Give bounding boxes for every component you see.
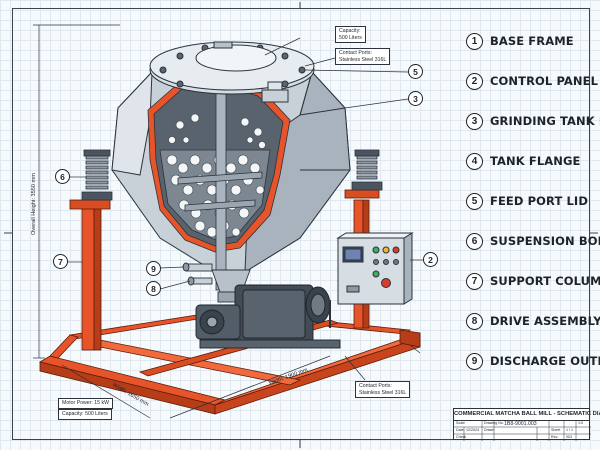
discharge-outlet (182, 262, 251, 303)
callout-contact-bottom-value: Stainless Steel 316L (359, 389, 407, 396)
marker-3: 3 (408, 91, 423, 106)
control-panel (329, 232, 414, 328)
dimension-height: Overall Height: 3550 mm (31, 173, 37, 235)
tb-drawing-label: Drawing No. (484, 421, 504, 425)
callout-motor-power: Motor Power: 15 kW (58, 398, 113, 409)
callout-capacity-bottom: Capacity: 500 Liters (58, 409, 112, 420)
legend-item-drive-assembly: 8 DRIVE ASSEMBLY (466, 310, 600, 332)
edge-ticks (4, 2, 598, 448)
callout-capacity-top-label: Capacity: (339, 28, 361, 34)
legend-number: 7 (466, 272, 483, 290)
feed-port-lid (195, 41, 277, 72)
marker-5: 5 (408, 64, 423, 79)
tb-drawn-label: Drawn (484, 428, 495, 432)
tb-scale-label: Scale (456, 421, 465, 425)
tb-sheet-value: 1 / 1 (566, 428, 573, 432)
legend-number: 6 (466, 232, 483, 250)
drive-assembly (195, 284, 341, 349)
marker-6: 6 (55, 169, 70, 184)
tb-rev-value: 003 (566, 435, 572, 439)
callout-capacity-top-value: 500 Liters (339, 34, 362, 41)
legend-item-grinding-tank-body: 3 GRINDING TANK BODY (466, 110, 600, 132)
tb-scale-value: 1:5 (578, 421, 583, 425)
drawing-frame (12, 8, 590, 440)
legend-label: FEED PORT LID (490, 194, 588, 208)
suspension-springs (81, 149, 383, 201)
leader-lines (68, 37, 423, 290)
tb-check-label: Check (456, 435, 467, 439)
marker-2: 2 (423, 252, 438, 267)
legend-item-feed-port-lid: 5 FEED PORT LID (466, 190, 588, 212)
dimension-lines (33, 24, 421, 419)
motor-power-text: Motor Power: 15 kW (62, 400, 109, 406)
legend-label: TANK FLANGE (490, 154, 581, 168)
agitator-shaft (177, 59, 263, 291)
legend-label: CONTROL PANEL (490, 74, 599, 88)
marker-9: 9 (146, 261, 161, 276)
legend-item-tank-flange: 4 TANK FLANGE (466, 150, 581, 172)
drawing-number: 1B8-9001.003 (504, 421, 537, 427)
legend-number: 1 (466, 32, 483, 50)
callout-contact-bottom: Contact Ports: Stainless Steel 316L (355, 381, 411, 398)
marker-7: 7 (53, 254, 68, 269)
callout-contact-bottom-label: Contact Ports: (359, 383, 392, 389)
legend-label: GRINDING TANK BODY (490, 114, 600, 128)
legend-number: 9 (466, 352, 483, 370)
legend-label: DISCHARGE OUTLET (490, 354, 600, 368)
support-column-left (69, 199, 111, 351)
diagram-title: COMMERCIAL MATCHA BALL MILL - SCHEMATIC … (454, 409, 600, 421)
title-block-grid (454, 420, 591, 441)
tb-sheet-label: Sheet (551, 428, 561, 432)
capacity-bottom-text: Capacity: 500 Liters (62, 411, 108, 417)
legend-number: 3 (466, 112, 483, 130)
legend-item-support-column: 7 SUPPORT COLUMN (466, 270, 600, 292)
legend-item-discharge-outlet: 9 DISCHARGE OUTLET (466, 350, 600, 372)
title-block: COMMERCIAL MATCHA BALL MILL - SCHEMATIC … (453, 408, 600, 441)
tb-date-value: 12/2024 (466, 428, 479, 432)
callout-capacity-top: Capacity: 500 Liters (335, 26, 366, 43)
tb-rev-label: Rev. (551, 435, 559, 439)
legend-label: SUPPORT COLUMN (490, 274, 600, 288)
legend-label: SUSPENSION BOLTS (490, 234, 600, 248)
callout-contact-top: Contact Ports: Stainless Steel 316L (335, 48, 391, 65)
legend-item-base-frame: 1 BASE FRAME (466, 30, 574, 52)
marker-8: 8 (146, 281, 161, 296)
legend-number: 5 (466, 192, 483, 210)
legend-label: DRIVE ASSEMBLY (490, 314, 600, 328)
callout-contact-top-value: Stainless Steel 316L (339, 56, 387, 63)
legend-number: 8 (466, 312, 483, 330)
legend-number: 4 (466, 152, 483, 170)
legend-number: 2 (466, 72, 483, 90)
legend-label: BASE FRAME (490, 34, 574, 48)
tb-date-label: Date (456, 428, 464, 432)
legend-item-control-panel: 2 CONTROL PANEL (466, 70, 598, 92)
legend-item-suspension-bolts: 6 SUSPENSION BOLTS (466, 230, 600, 252)
callout-contact-top-label: Contact Ports: (339, 50, 372, 56)
top-fitting (261, 81, 289, 103)
